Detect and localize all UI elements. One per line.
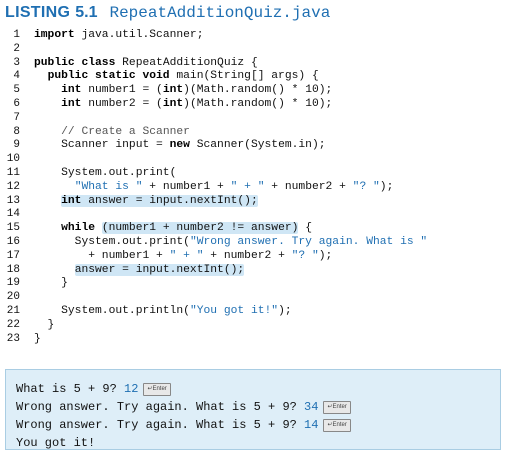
line-number: 19	[6, 277, 20, 290]
code-line: 13 int answer = input.nextInt();	[0, 194, 511, 209]
output-prompt: Wrong answer. Try again. What is 5 + 9?	[16, 400, 305, 414]
line-number: 1	[13, 29, 20, 41]
code-line: 3 public class RepeatAdditionQuiz {	[0, 57, 511, 71]
code-line: 12 "What is " + number1 + " + " + number…	[0, 181, 511, 195]
code-text: System.out.println("You got it!");	[34, 304, 292, 317]
code-line: 7	[0, 112, 511, 126]
output-prompt: Wrong answer. Try again. What is 5 + 9?	[16, 418, 305, 432]
line-number: 21	[6, 304, 20, 317]
line-number: 20	[6, 291, 20, 304]
return-arrow-icon: ↵	[147, 385, 153, 392]
code-line: 20	[0, 291, 511, 305]
code-line: 11 System.out.print(	[0, 167, 511, 181]
code-text: + number1 + " + " + number2 + "? ");	[34, 249, 333, 262]
listing-title: LISTING 5.1 RepeatAdditionQuiz.java	[5, 4, 330, 26]
code-text: answer = input.nextInt();	[74, 263, 245, 276]
code-text: System.out.print("Wrong answer. Try agai…	[34, 235, 428, 248]
code-line: 5 int number1 = (int)(Math.random() * 10…	[0, 84, 511, 98]
code-line: 10	[0, 153, 511, 167]
output-line: What is 5 + 9? 12 ↵Enter	[6, 380, 500, 398]
code-text: }	[34, 332, 41, 345]
line-number: 6	[13, 97, 20, 110]
enter-key-icon: ↵Enter	[323, 400, 351, 414]
code-line: 2	[0, 43, 511, 57]
enter-key-label: Enter	[152, 385, 167, 392]
code-text: "What is " + number1 + " + " + number2 +…	[74, 180, 394, 193]
code-line: 19 }	[0, 277, 511, 291]
code-text: import java.util.Scanner;	[34, 29, 204, 41]
code-line: 16 System.out.print("Wrong answer. Try a…	[0, 236, 511, 250]
code-text: int number1 = (int)(Math.random() * 10);	[61, 84, 333, 97]
line-number: 23	[6, 332, 20, 345]
enter-key-label: Enter	[332, 403, 347, 410]
code-text: while (number1 + number2 != answer) {	[61, 222, 312, 235]
line-number: 22	[6, 318, 20, 331]
code-text: }	[34, 277, 68, 290]
output-line: Wrong answer. Try again. What is 5 + 9? …	[6, 416, 500, 434]
code-line: 15 while (number1 + number2 != answer) {	[0, 222, 511, 236]
line-number: 12	[6, 180, 20, 193]
code-line: 4 public static void main(String[] args)…	[0, 70, 511, 84]
line-number: 5	[13, 84, 20, 97]
line-number: 13	[6, 194, 20, 207]
code-line: 18 answer = input.nextInt();	[0, 263, 511, 278]
listing-filename: RepeatAdditionQuiz.java	[109, 4, 331, 22]
code-text: // Create a Scanner	[61, 125, 190, 138]
enter-key-icon: ↵Enter	[143, 382, 171, 396]
line-number: 11	[6, 166, 20, 179]
code-line: 23}	[0, 333, 511, 347]
code-line: 17 + number1 + " + " + number2 + "? ");	[0, 250, 511, 264]
line-number: 9	[13, 139, 20, 152]
line-number: 18	[6, 263, 20, 276]
return-arrow-icon: ↵	[327, 421, 333, 428]
line-number: 2	[13, 42, 20, 55]
line-number: 3	[13, 56, 20, 69]
code-text: System.out.print(	[34, 166, 177, 179]
code-text: public static void main(String[] args) {	[47, 70, 319, 83]
line-number: 17	[6, 249, 20, 262]
line-number: 4	[13, 70, 20, 83]
return-arrow-icon: ↵	[327, 403, 333, 410]
line-number: 7	[13, 111, 20, 124]
code-text: Scanner input = new Scanner(System.in);	[34, 139, 326, 152]
output-line: Wrong answer. Try again. What is 5 + 9? …	[6, 398, 500, 416]
line-number: 14	[6, 208, 20, 221]
code-text: int number2 = (int)(Math.random() * 10);	[61, 97, 333, 110]
line-number: 16	[6, 235, 20, 248]
user-input-value: 12	[124, 382, 139, 396]
output-line: You got it!	[6, 434, 500, 452]
line-number: 8	[13, 125, 20, 138]
enter-key-icon: ↵Enter	[323, 418, 351, 432]
enter-key-label: Enter	[332, 421, 347, 428]
code-line: 22 }	[0, 319, 511, 333]
code-line: 9 Scanner input = new Scanner(System.in)…	[0, 139, 511, 153]
user-input-value: 14	[304, 418, 319, 432]
line-number: 15	[6, 222, 20, 235]
line-number: 10	[6, 153, 20, 166]
output-prompt: You got it!	[16, 436, 96, 450]
listing-number: 5.1	[75, 4, 98, 21]
code-line: 6 int number2 = (int)(Math.random() * 10…	[0, 98, 511, 112]
code-text: }	[34, 318, 55, 331]
code-line: 21 System.out.println("You got it!");	[0, 305, 511, 319]
listing-label: LISTING	[5, 4, 71, 21]
code-line: 14	[0, 208, 511, 222]
code-text: public class RepeatAdditionQuiz {	[34, 56, 258, 69]
code-text: int answer = input.nextInt();	[61, 194, 258, 207]
code-line: 1 import java.util.Scanner;	[0, 29, 511, 43]
code-line: 8 // Create a Scanner	[0, 126, 511, 140]
user-input-value: 34	[304, 400, 319, 414]
output-prompt: What is 5 + 9?	[16, 382, 125, 396]
